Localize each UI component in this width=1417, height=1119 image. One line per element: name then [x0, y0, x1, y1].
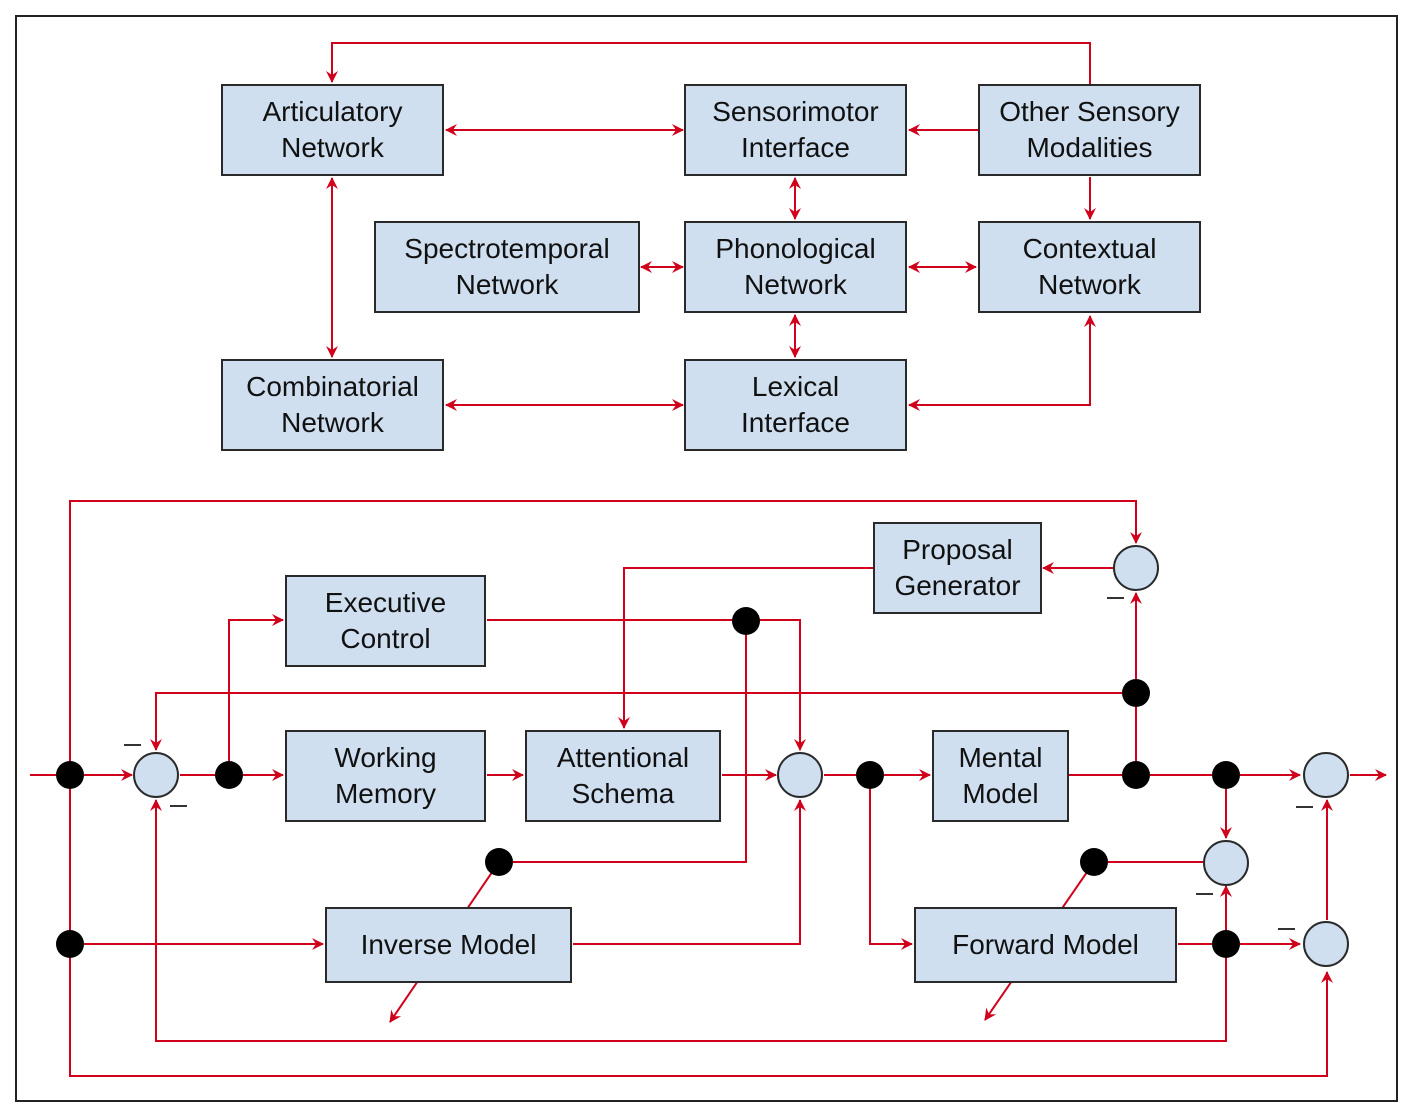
node-articulatory-network: Articulatory Network [221, 84, 444, 176]
wire-executive-to-sum2 [487, 619, 806, 751]
branch-point [56, 930, 84, 958]
node-phonological-network: Phonological Network [684, 221, 907, 313]
minus-sign [170, 805, 187, 807]
node-forward-model: Forward Model [914, 907, 1177, 983]
wire-generator-to-as [618, 567, 873, 729]
summing-junction-forward-error [1203, 840, 1249, 886]
branch-point [215, 761, 243, 789]
node-working-memory: Working Memory [285, 730, 486, 822]
minus-sign [1196, 893, 1213, 895]
branch-point [732, 607, 760, 635]
minus-sign [1296, 806, 1313, 808]
node-other-sensory-modalities: Other Sensory Modalities [978, 84, 1201, 176]
summing-junction-input [133, 752, 179, 798]
summing-junction-output [1303, 752, 1349, 798]
wire-inverse-to-sum2 [573, 799, 806, 945]
node-lexical-interface: Lexical Interface [684, 359, 907, 451]
minus-sign [124, 744, 141, 746]
wire-input-down [69, 775, 1333, 1077]
branch-point [856, 761, 884, 789]
node-inverse-model: Inverse Model [325, 907, 572, 983]
node-mental-model: Mental Model [932, 730, 1069, 822]
branch-point [1122, 761, 1150, 789]
node-attentional-schema: Attentional Schema [525, 730, 721, 822]
wire-to-executive [228, 614, 284, 775]
wire-input-to-proposal-sum [69, 500, 1142, 775]
summing-junction-prediction [1303, 921, 1349, 967]
node-contextual-network: Contextual Network [978, 221, 1201, 313]
node-sensorimotor-interface: Sensorimotor Interface [684, 84, 907, 176]
wire-exec-branch-down [499, 620, 747, 863]
summing-junction-proposal [1113, 545, 1159, 591]
branch-point [1122, 679, 1150, 707]
node-executive-control: Executive Control [285, 575, 486, 667]
wire-mm-feedback [150, 692, 1137, 775]
branch-point [485, 848, 513, 876]
node-combinatorial-network: Combinatorial Network [221, 359, 444, 451]
branch-point [1080, 848, 1108, 876]
minus-sign [1278, 928, 1295, 930]
edge-other-to-articulatory [326, 42, 1091, 84]
node-spectrotemporal-network: Spectrotemporal Network [374, 221, 640, 313]
wire-to-forward [869, 775, 913, 950]
minus-sign [1107, 597, 1124, 599]
branch-point [1212, 930, 1240, 958]
wire-fm-feedback [150, 799, 1227, 1042]
node-proposal-generator: Proposal Generator [873, 522, 1042, 614]
summing-junction-motor [777, 752, 823, 798]
branch-point [1212, 761, 1240, 789]
edge-lexical-contextual [908, 315, 1096, 411]
branch-point [56, 761, 84, 789]
